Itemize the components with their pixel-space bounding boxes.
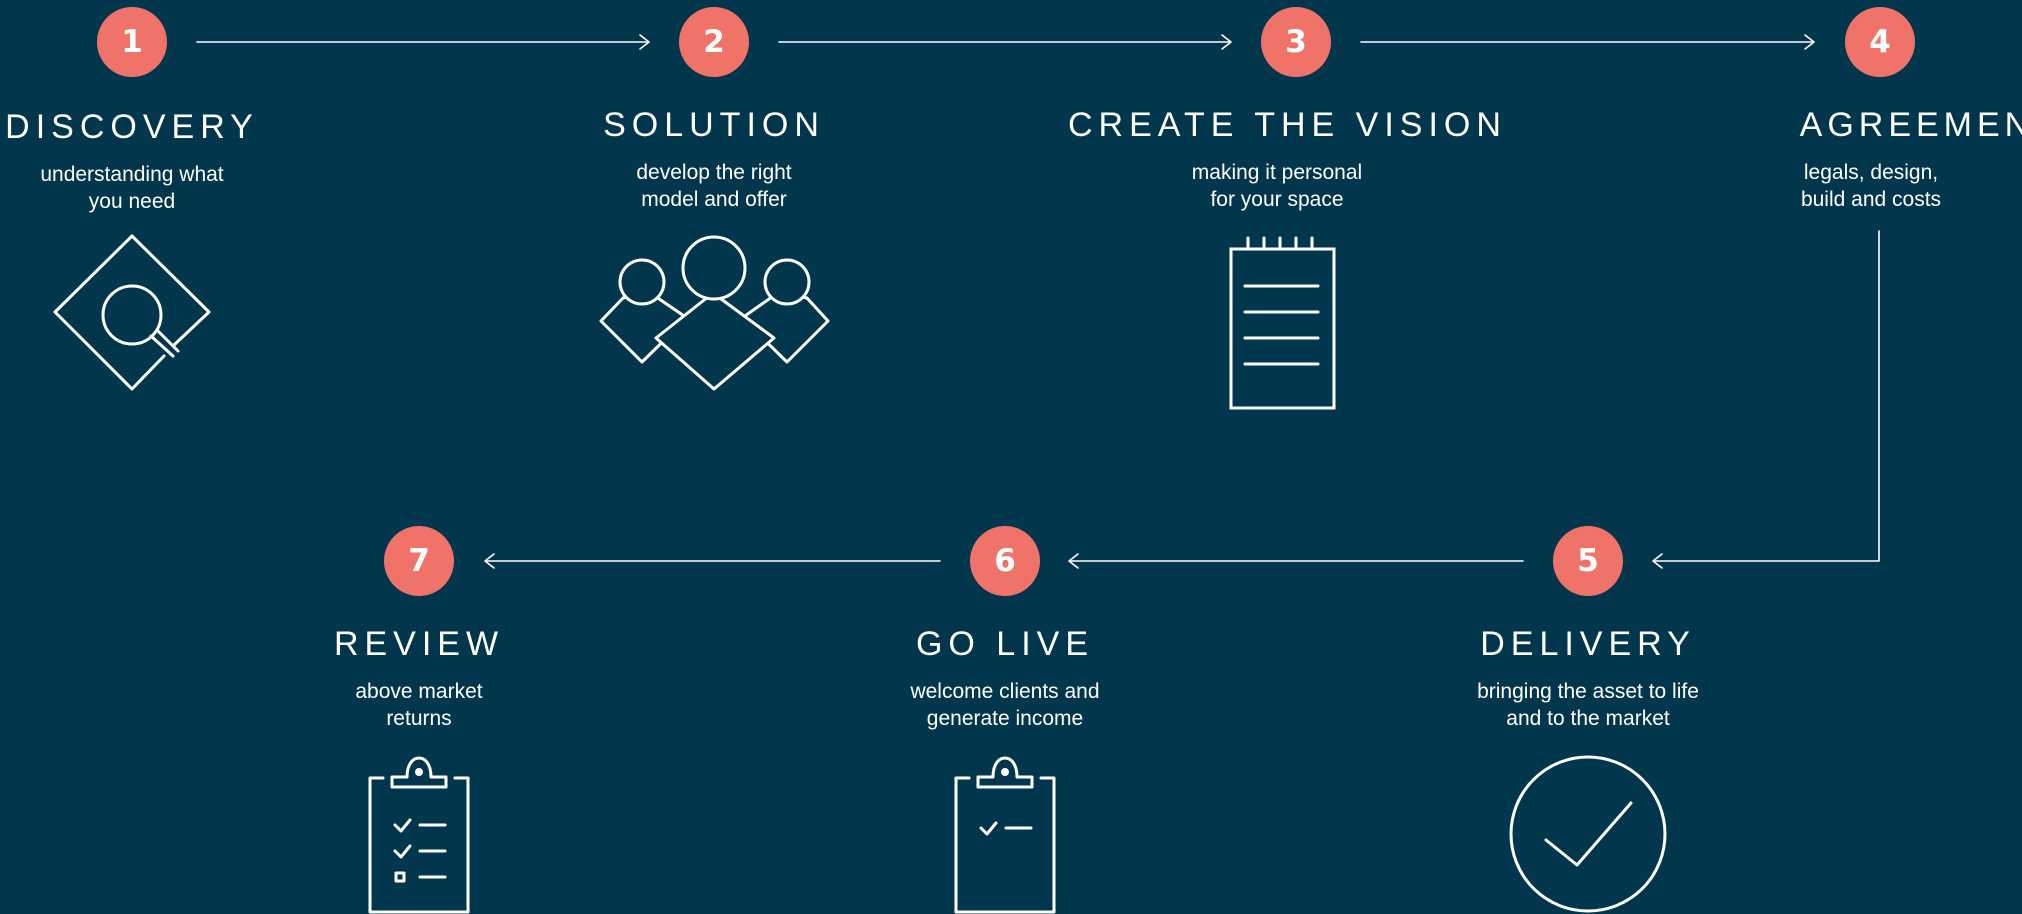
step-7-description-line-1: above market [355, 680, 483, 703]
step-7-title: REVIEW [333, 625, 505, 663]
step-5-description: bringing the asset to life and to the ma… [1423, 678, 1753, 732]
step-5-title: DELIVERY [1480, 625, 1696, 663]
step-6-number-badge: 6 [970, 526, 1040, 596]
step-1-description-line-1: understanding what [40, 163, 224, 186]
step-7-description-line-2: returns [386, 707, 452, 730]
step-7-description: above market returns [259, 678, 579, 732]
step-4-description-line-1: legals, design, [1803, 161, 1939, 184]
step-3-description: making it personal for your space [1117, 159, 1437, 213]
step-6-description-line-2: generate income [926, 707, 1084, 730]
clipboard-checklist-icon [368, 756, 470, 914]
step-5-number-badge: 5 [1553, 526, 1623, 596]
circle-checkmark-icon [1509, 755, 1667, 913]
step-4-title: AGREEMENT [1662, 106, 2022, 145]
clipboard-single-check-icon [954, 756, 1056, 914]
step-5-description-line-1: bringing the asset to life [1477, 680, 1699, 703]
step-4-description: legals, design, build and costs [1711, 159, 2022, 213]
group-people-icon [599, 235, 830, 391]
step-3-description-line-2: for your space [1210, 188, 1344, 211]
arrow-3-to-4 [1360, 34, 1815, 50]
arrow-1-to-2 [196, 34, 650, 50]
step-4-description-line-2: build and costs [1800, 188, 1942, 211]
step-2-title: SOLUTION [603, 106, 825, 144]
arrow-5-to-6 [1068, 553, 1524, 569]
arrow-6-to-7 [484, 553, 941, 569]
step-1-description-line-2: you need [88, 190, 176, 213]
step-6-description-line-1: welcome clients and [910, 680, 1100, 703]
step-6-title: GO LIVE [915, 625, 1095, 663]
step-1-description: understanding what you need [0, 161, 292, 215]
step-2-description-line-1: develop the right [636, 161, 792, 184]
step-2-description: develop the right model and offer [554, 159, 874, 213]
diamond-magnifier-icon [53, 234, 211, 391]
step-2-description-line-2: model and offer [641, 188, 787, 211]
step-6-description: welcome clients and generate income [845, 678, 1165, 732]
arrow-2-to-3 [778, 34, 1232, 50]
arrow-4-to-5 [1652, 230, 1880, 569]
step-4-title-text: AGREEMENT [1799, 106, 2022, 144]
step-4-number-badge: 4 [1845, 7, 1915, 77]
step-3-number-badge: 3 [1261, 7, 1331, 77]
step-1-title: DISCOVERY [5, 108, 259, 146]
step-7-number-badge: 7 [384, 526, 454, 596]
step-3-title: CREATE THE VISION [1068, 106, 1507, 144]
step-3-description-line-1: making it personal [1191, 161, 1363, 184]
step-1-number-badge: 1 [97, 7, 167, 77]
step-2-number-badge: 2 [679, 7, 749, 77]
step-5-description-line-2: and to the market [1506, 707, 1670, 730]
notepad-icon [1229, 236, 1336, 410]
